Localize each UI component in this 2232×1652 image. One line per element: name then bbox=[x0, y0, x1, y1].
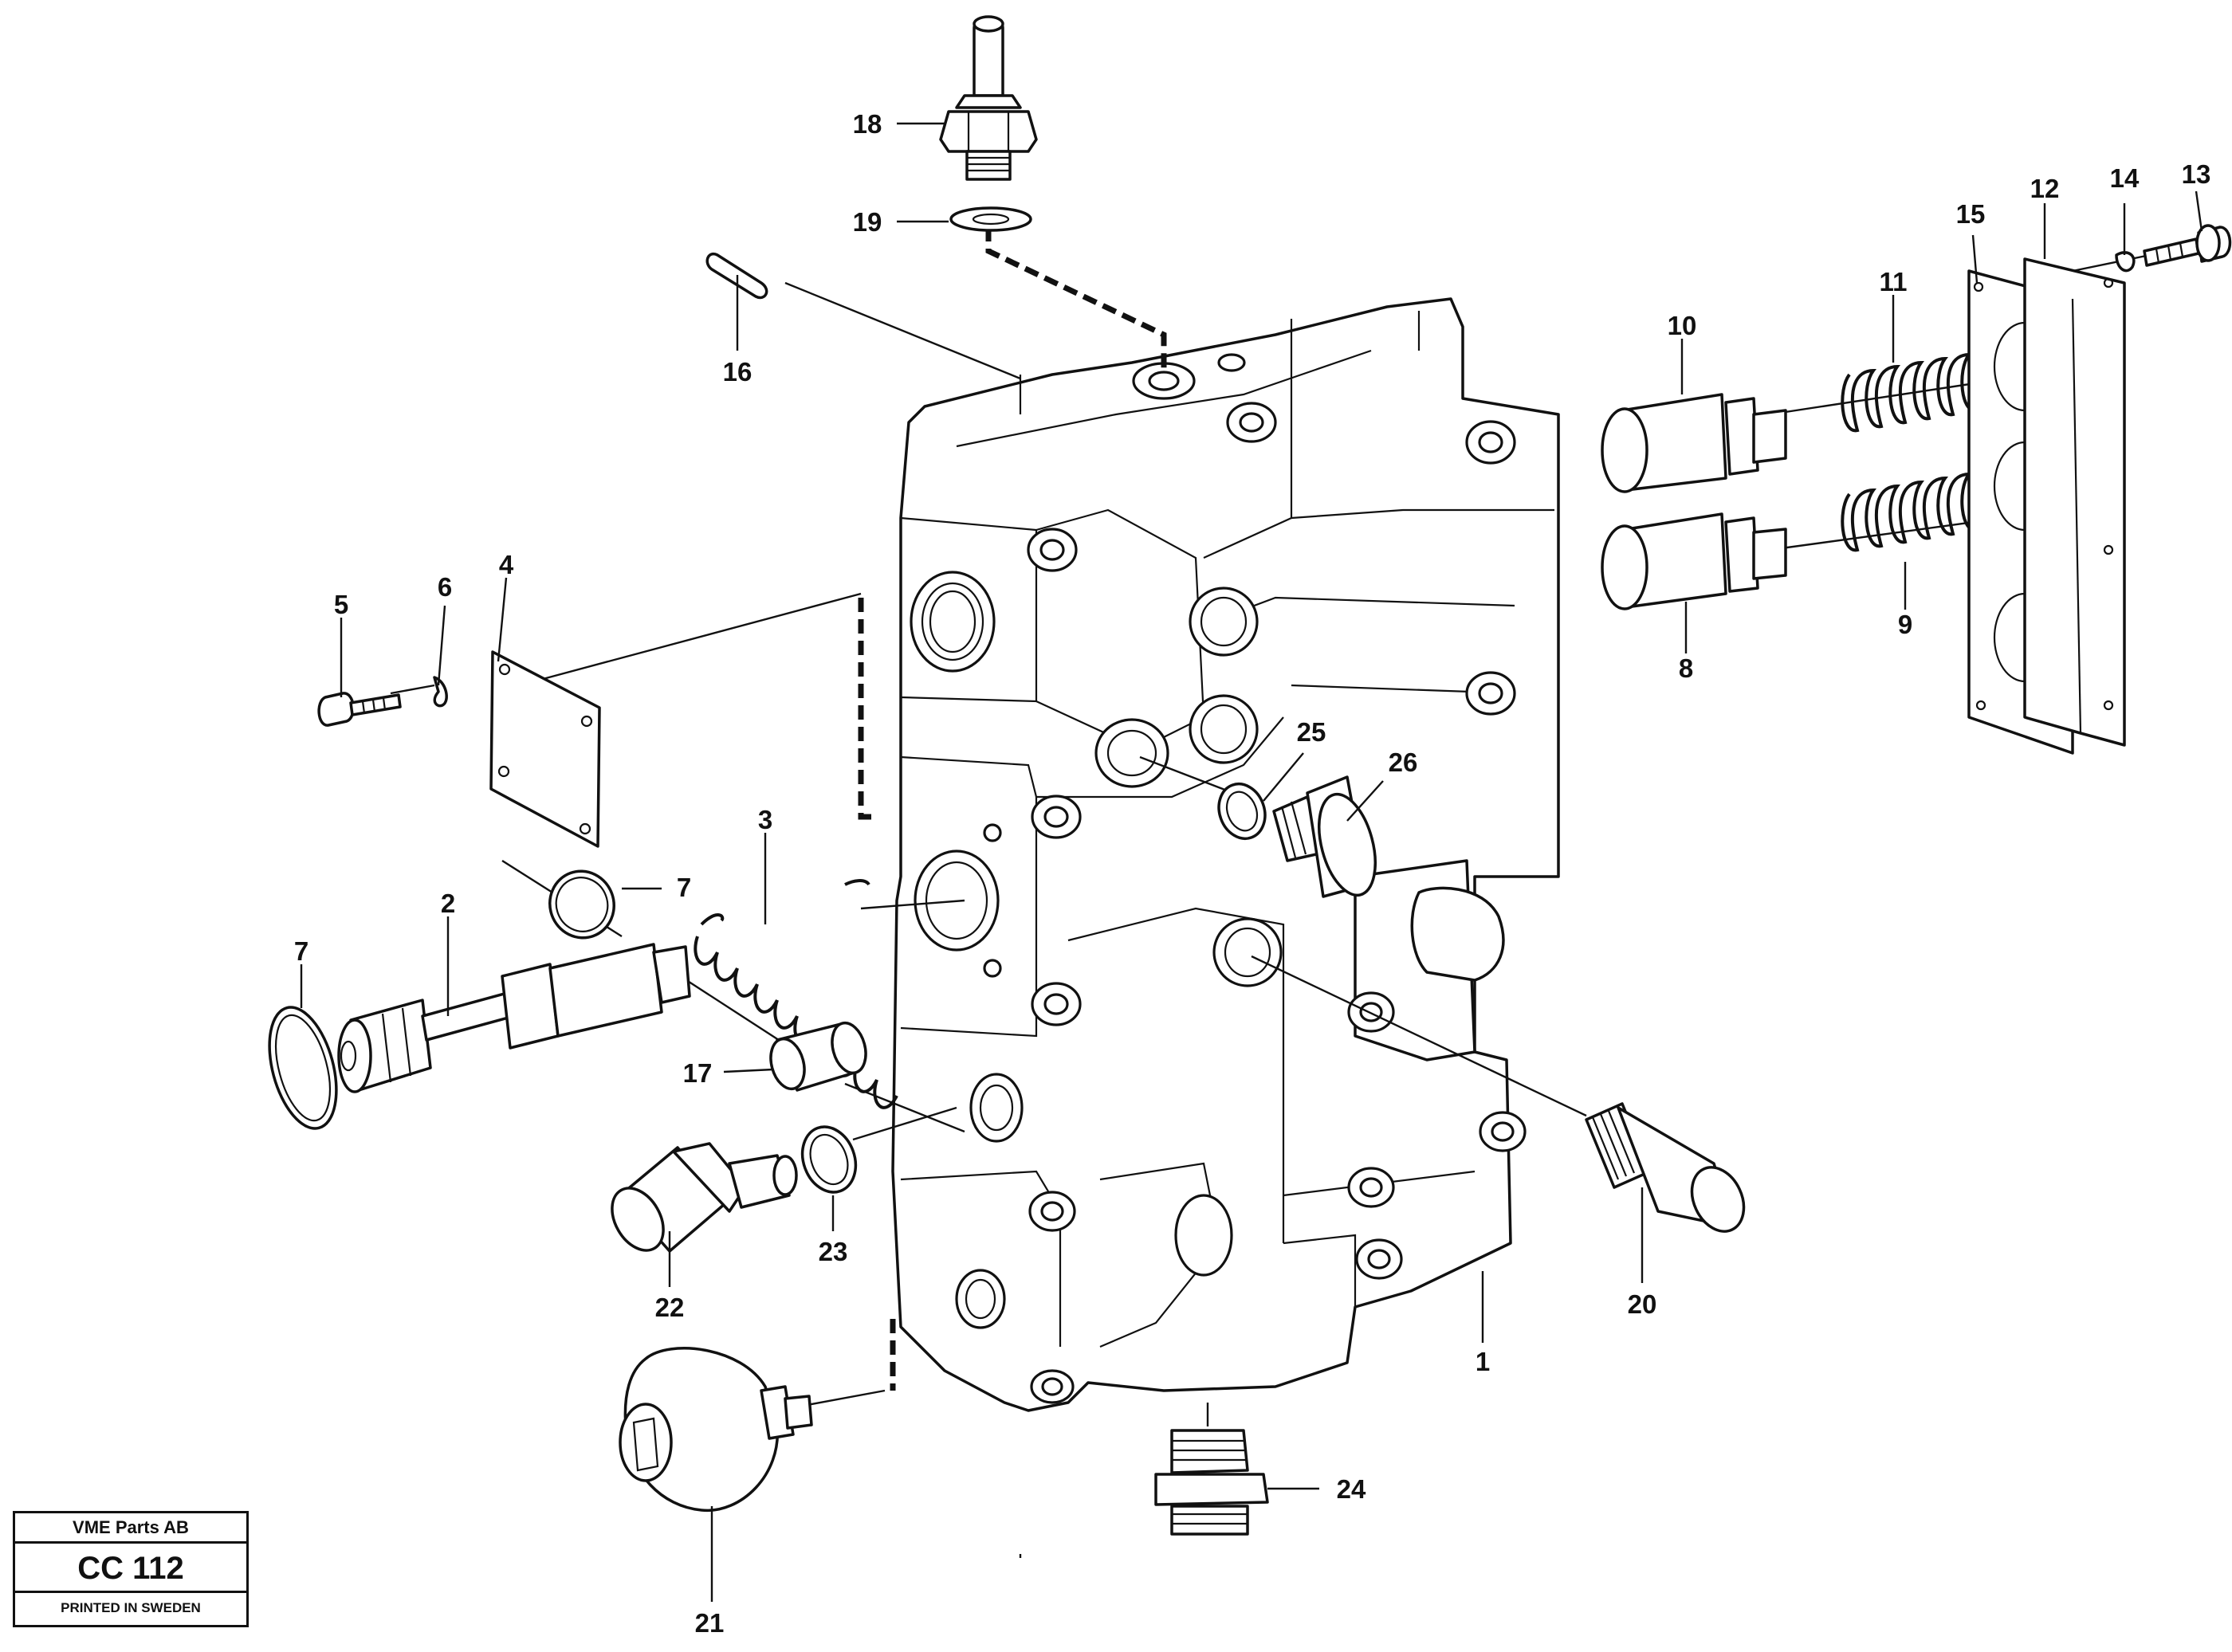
part-20-plug bbox=[1585, 1102, 1746, 1233]
callout-6: 6 bbox=[438, 572, 452, 602]
callout-26: 26 bbox=[1389, 748, 1418, 777]
callout-16: 16 bbox=[723, 357, 753, 387]
callout-24: 24 bbox=[1337, 1474, 1366, 1504]
part-11-spring bbox=[1841, 352, 1978, 433]
callout-3: 3 bbox=[758, 805, 772, 834]
part-2-spool bbox=[337, 943, 691, 1093]
part-6-washer bbox=[433, 676, 448, 708]
part-7-o-ring-left bbox=[268, 1006, 338, 1130]
part-8-piston bbox=[1601, 512, 1787, 610]
part-13-screw bbox=[2143, 224, 2232, 267]
valve-housing bbox=[891, 297, 1560, 1412]
part-14-washer bbox=[2115, 251, 2136, 273]
title-block: VME Parts AB CC 112 PRINTED IN SWEDEN bbox=[13, 1511, 249, 1627]
callout-1: 1 bbox=[1476, 1347, 1490, 1376]
part-18-fitting bbox=[939, 15, 1038, 181]
part-19-washer bbox=[949, 206, 1032, 232]
part-4-cover-plate bbox=[489, 650, 601, 848]
callout-20: 20 bbox=[1628, 1289, 1657, 1319]
diagram-code: CC 112 bbox=[15, 1544, 246, 1593]
part-21-sensor bbox=[619, 1347, 813, 1512]
callout-14: 14 bbox=[2110, 163, 2140, 193]
callout-lines bbox=[300, 122, 2203, 1602]
callout-11: 11 bbox=[1880, 267, 1908, 296]
callout-13: 13 bbox=[2182, 159, 2211, 189]
callout-7-right: 7 bbox=[677, 873, 691, 902]
callout-22: 22 bbox=[655, 1293, 685, 1322]
callout-5: 5 bbox=[334, 590, 348, 619]
callout-2: 2 bbox=[441, 889, 455, 918]
company-name: VME Parts AB bbox=[15, 1513, 246, 1544]
part-17-sleeve bbox=[769, 1021, 867, 1092]
callout-labels: 1 2 3 4 5 6 7 7 8 9 10 11 12 13 14 15 16… bbox=[294, 109, 2211, 1638]
part-23-o-ring bbox=[800, 1125, 858, 1194]
callout-21: 21 bbox=[695, 1608, 725, 1638]
part-3-spring bbox=[694, 879, 898, 1109]
callout-12: 12 bbox=[2030, 174, 2060, 203]
part-25-o-ring bbox=[1217, 782, 1267, 841]
part-9-spring bbox=[1841, 472, 1978, 552]
callout-10: 10 bbox=[1668, 311, 1697, 340]
callout-8: 8 bbox=[1679, 653, 1693, 683]
part-26-plug bbox=[1272, 775, 1377, 898]
callout-18: 18 bbox=[853, 109, 882, 139]
callout-17: 17 bbox=[683, 1058, 713, 1088]
printed-note: PRINTED IN SWEDEN bbox=[61, 1600, 201, 1615]
part-12-cover bbox=[2023, 257, 2126, 747]
callout-7-left: 7 bbox=[294, 936, 308, 966]
callout-9: 9 bbox=[1898, 610, 1912, 639]
part-22-plug bbox=[611, 1142, 798, 1253]
part-7-o-ring-right bbox=[548, 869, 615, 940]
callout-4: 4 bbox=[499, 550, 514, 579]
callout-19: 19 bbox=[853, 207, 882, 237]
callout-25: 25 bbox=[1297, 717, 1326, 747]
part-24-nipple bbox=[1154, 1429, 1269, 1536]
callout-15: 15 bbox=[1956, 199, 1986, 229]
part-5-screw bbox=[317, 692, 402, 727]
callout-23: 23 bbox=[819, 1237, 848, 1266]
part-10-piston bbox=[1601, 393, 1787, 493]
